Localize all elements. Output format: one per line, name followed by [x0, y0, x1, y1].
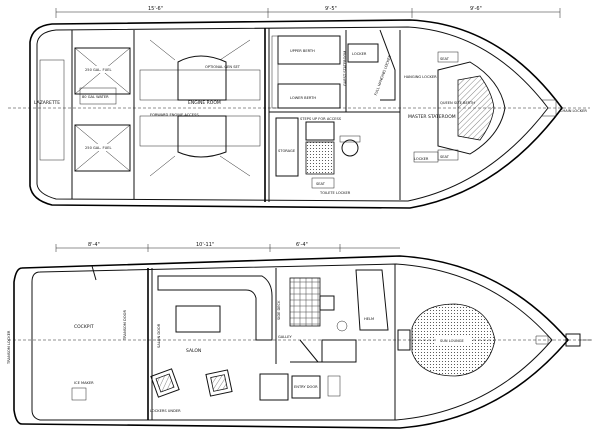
fuel-tank-stbd [74, 124, 131, 172]
guest-stateroom-label: GUEST STATEROOM [343, 51, 347, 86]
transom-locker-label: TRANSOM LOCKER [7, 330, 11, 365]
helm-label: HELM [364, 317, 374, 321]
helm-console [259, 373, 289, 401]
lazarette-label: LAZARETTE [34, 100, 60, 106]
fuel-tank-stbd-label: 250 GAL. FUEL [85, 146, 112, 150]
toilet-icon [341, 139, 359, 157]
seat-label-1: SEAT [316, 182, 326, 186]
locker-label-2: LOCKER [414, 157, 429, 161]
upper-berth-label: UPPER BERTH [290, 49, 315, 53]
lower-hull-inner [36, 26, 549, 202]
lower-dim-1: 15'-6" [148, 6, 163, 12]
salon-door-label: SALON DOOR [157, 323, 161, 348]
salon-table [175, 305, 221, 333]
lower-berth-label: LOWER BERTH [290, 96, 316, 100]
chain-locker-label: CHAIN LOCKER [560, 109, 587, 113]
galley-label: GALLEY [278, 335, 293, 339]
head-floor [305, 141, 335, 175]
upper-dim-3: 6'-4" [296, 242, 308, 248]
gen-set-label: OPTIONAL GEN SET [205, 65, 241, 69]
upper-hull-outline [13, 255, 570, 429]
salon-settee [157, 275, 273, 341]
full-hanging-label: FULL HANGING LOCKER [374, 54, 392, 96]
master-stateroom-label: MASTER STATEROOM [408, 114, 456, 120]
lower-deck-plan: 15'-6" 9'-5" 9'-6" LAZARETTE 250 GAL. FU… [8, 6, 590, 209]
lower-dim-3: 9'-6" [470, 6, 482, 12]
seat-label-3: SEAT [440, 155, 450, 159]
fuel-tank-port-label: 250 GAL. FUEL [85, 68, 112, 72]
queen-berth-label: QUEEN SIZE BERTH [440, 101, 475, 105]
upper-dim-1: 8'-4" [88, 242, 100, 248]
lockers-under-label: LOCKERS UNDER [150, 409, 181, 413]
hanging-locker-label: HANGING LOCKER [404, 75, 437, 79]
salon-chair-1 [150, 368, 180, 398]
engine-room-label: ENGINE ROOM [188, 100, 221, 106]
entry-door-label: ENTRY DOOR [294, 385, 318, 389]
cockpit-label: COCKPIT [74, 324, 94, 330]
galley-counter [289, 277, 321, 327]
fuel-tank-port [74, 47, 131, 95]
toilet-locker-label: TOILETE LOCKER [319, 191, 351, 195]
water-tank-label: 80 GAL WATER [82, 95, 109, 99]
lower-hull-outline [29, 19, 563, 209]
upper-hull-inner [31, 263, 553, 421]
locker-label-1: LOCKER [352, 52, 367, 56]
sun-lounge-label: SUN LOUNGE [440, 339, 465, 343]
side-deck-label: SIDE DECK [277, 300, 281, 320]
steps-label: STEPS UP FOR ACCESS [300, 117, 342, 121]
salon-label: SALON [186, 348, 201, 354]
transom-door-label: TRANSOM DOOR [123, 310, 127, 341]
storage-label: STORAGE [278, 149, 296, 153]
upper-dim-2: 10'-11" [196, 242, 214, 248]
engine-note-label: FORWARD ENGINE ACCESS [150, 113, 199, 117]
seat-label-2: SEAT [440, 57, 450, 61]
queen-berth [437, 61, 506, 155]
lower-dim-2: 9'-5" [325, 6, 337, 12]
ice-maker-label: ICE MAKER [74, 381, 94, 385]
salon-chair-2 [205, 369, 233, 397]
upper-deck-plan: 8'-4" 10'-11" 6'-4" COCKPIT TRANSOM LOCK… [7, 242, 592, 429]
